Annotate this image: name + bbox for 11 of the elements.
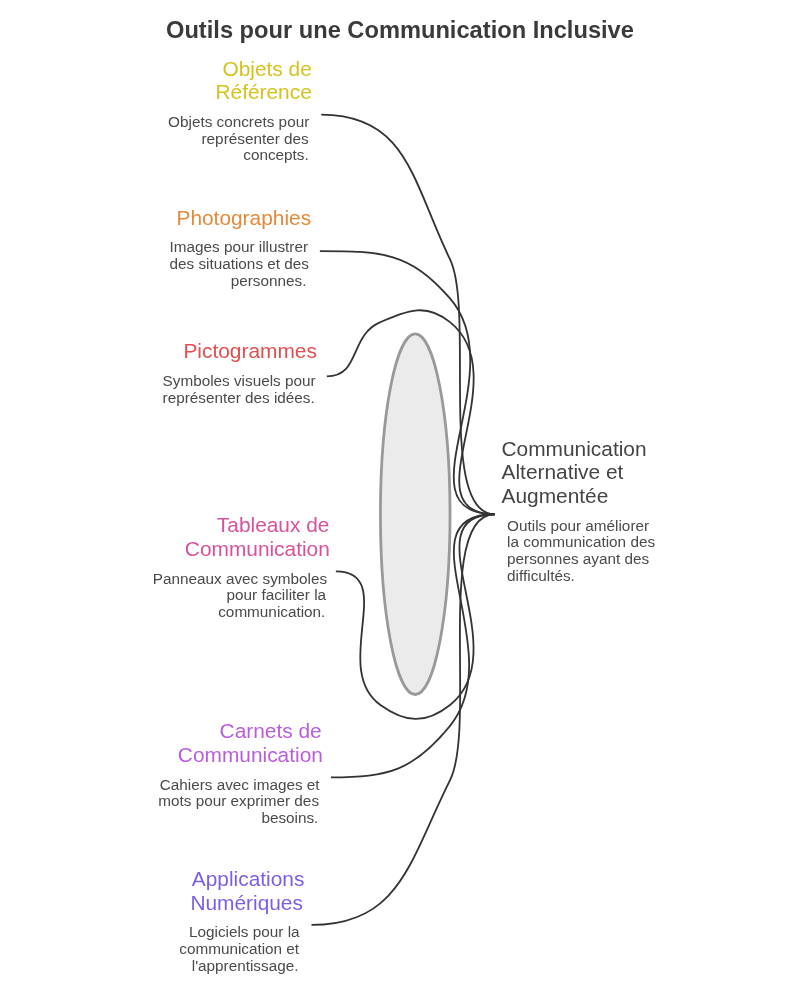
node-text: Objets de Référence Objets concrets pour représenter des concepts.	[168, 56, 312, 164]
node-ellipse	[379, 332, 452, 696]
node-text: Pictogrammes Symboles visuels pour représenter des idées.	[162, 339, 317, 406]
node-text: Photographies Images pour illustrer des situations et des personnes.	[169, 205, 312, 289]
node-text: Communication Alternative et Augmentée Outils pour améliorer la communication des personnes ayant des difficultés.	[501, 436, 656, 584]
connector	[330, 513, 496, 779]
node-text: Tableaux de Communication Panneaux avec symboles pour faciliter la communication.	[152, 513, 330, 620]
node-text: Applications Numériques Logiciels pour la communication et l'apprentissage.	[179, 866, 305, 974]
connector	[310, 513, 496, 926]
node-text: Carnets de Communication Cahiers avec images et mots pour exprimer des besoins.	[158, 719, 323, 827]
diagram-title: Outils pour une Communication Inclusive	[166, 16, 634, 43]
